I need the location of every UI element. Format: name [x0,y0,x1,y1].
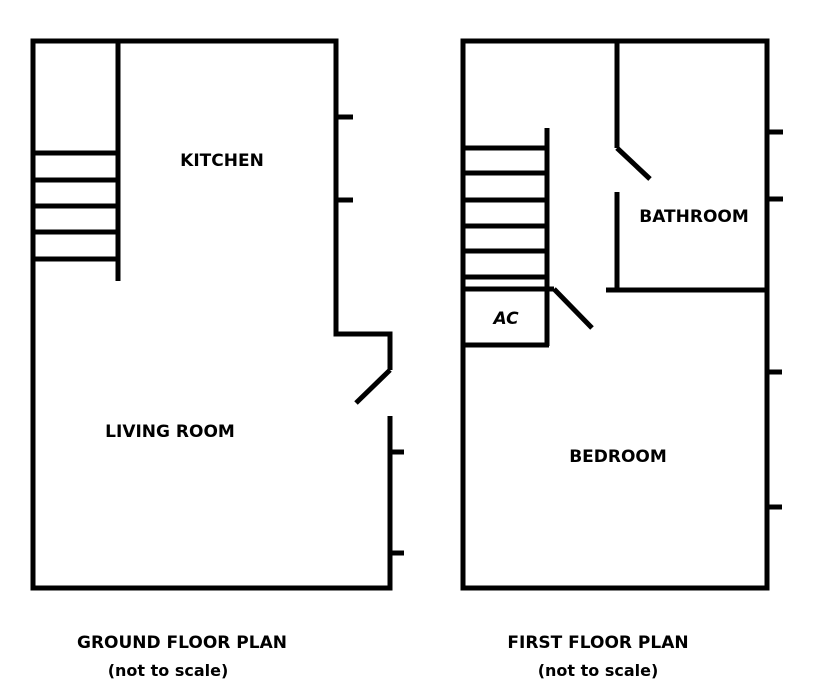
first-floor-caption: FIRST FLOOR PLAN [507,633,688,653]
ground-stairs [33,150,118,262]
ground-floor-subcaption: (not to scale) [108,661,229,680]
bathroom-label: BATHROOM [639,207,749,227]
ground-outer-wall [30,38,393,591]
ground-floor-plan: KITCHEN LIVING ROOM GROUND FLOOR PLAN (n… [30,38,404,680]
kitchen-label: KITCHEN [180,151,264,171]
first-floor-subcaption: (not to scale) [538,661,659,680]
first-windows [767,129,783,510]
bedroom-door-swing [552,287,594,330]
bathroom-door-swing [615,146,652,181]
living-room-label: LIVING ROOM [105,422,235,442]
ground-windows [336,114,404,556]
bedroom-label: BEDROOM [569,447,667,467]
first-stairs [463,145,547,280]
ac-label: AC [491,309,519,329]
ground-door-swing [354,368,392,405]
first-floor-plan: BATHROOM AC BEDROOM FIRST FLOOR PLAN (no… [460,38,783,680]
ground-floor-caption: GROUND FLOOR PLAN [77,633,287,653]
